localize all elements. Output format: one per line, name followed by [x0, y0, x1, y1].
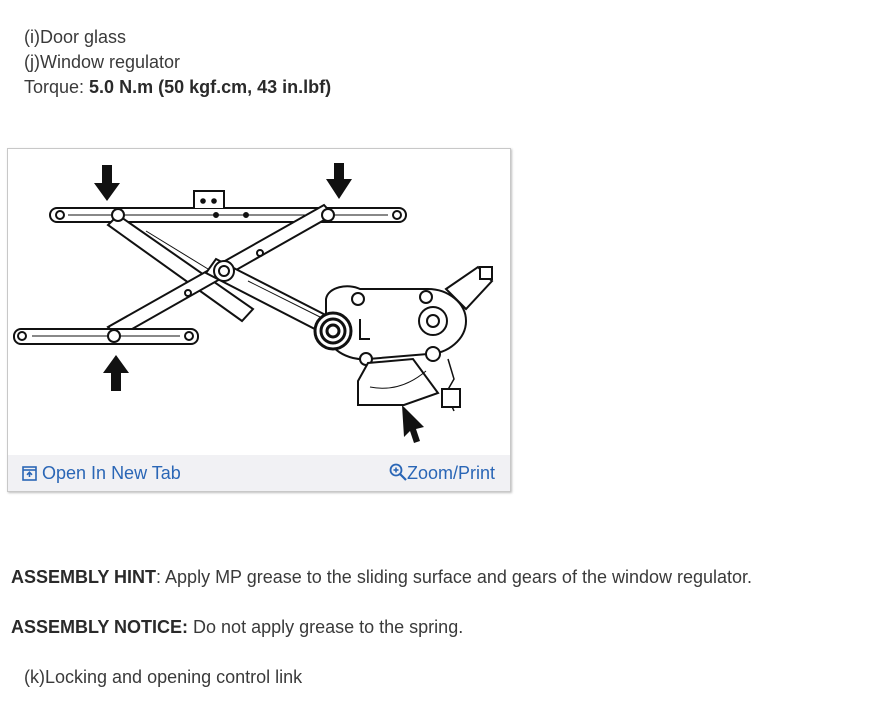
- window-regulator-illustration: [13, 163, 494, 443]
- assembly-notice-label: ASSEMBLY NOTICE:: [11, 617, 189, 637]
- open-in-new-tab-link[interactable]: Open In New Tab: [22, 463, 181, 483]
- zoom-in-icon: [389, 463, 407, 481]
- assembly-notice-text: Do not apply grease to the spring.: [188, 617, 464, 637]
- figure-card: Open In New Tab Zoom/Print: [7, 148, 511, 492]
- assembly-hint-label: ASSEMBLY HINT: [11, 567, 157, 587]
- zoom-print-link[interactable]: Zoom/Print: [389, 463, 495, 483]
- list-item-locking-link: (k)Locking and opening control link: [24, 667, 303, 687]
- list-item-window-regulator: (j)Window regulator: [24, 52, 181, 72]
- list-item-door-glass: (i)Door glass: [24, 27, 127, 47]
- figure-toolbar: Open In New Tab Zoom/Print: [8, 455, 510, 491]
- torque-value: 5.0 N.m (50 kgf.cm, 43 in.lbf): [89, 77, 332, 97]
- torque-label: Torque:: [24, 77, 90, 97]
- open-in-new-tab-label: Open In New Tab: [42, 463, 181, 483]
- zoom-print-label: Zoom/Print: [407, 463, 496, 483]
- open-in-new-tab-icon: [22, 466, 37, 481]
- torque-spec: Torque: 5.0 N.m (50 kgf.cm, 43 in.lbf): [24, 76, 331, 98]
- assembly-notice: ASSEMBLY NOTICE: Do not apply grease to …: [11, 616, 463, 638]
- assembly-hint: ASSEMBLY HINT: Apply MP grease to the sl…: [11, 566, 752, 588]
- assembly-hint-text: : Apply MP grease to the sliding surface…: [156, 567, 753, 587]
